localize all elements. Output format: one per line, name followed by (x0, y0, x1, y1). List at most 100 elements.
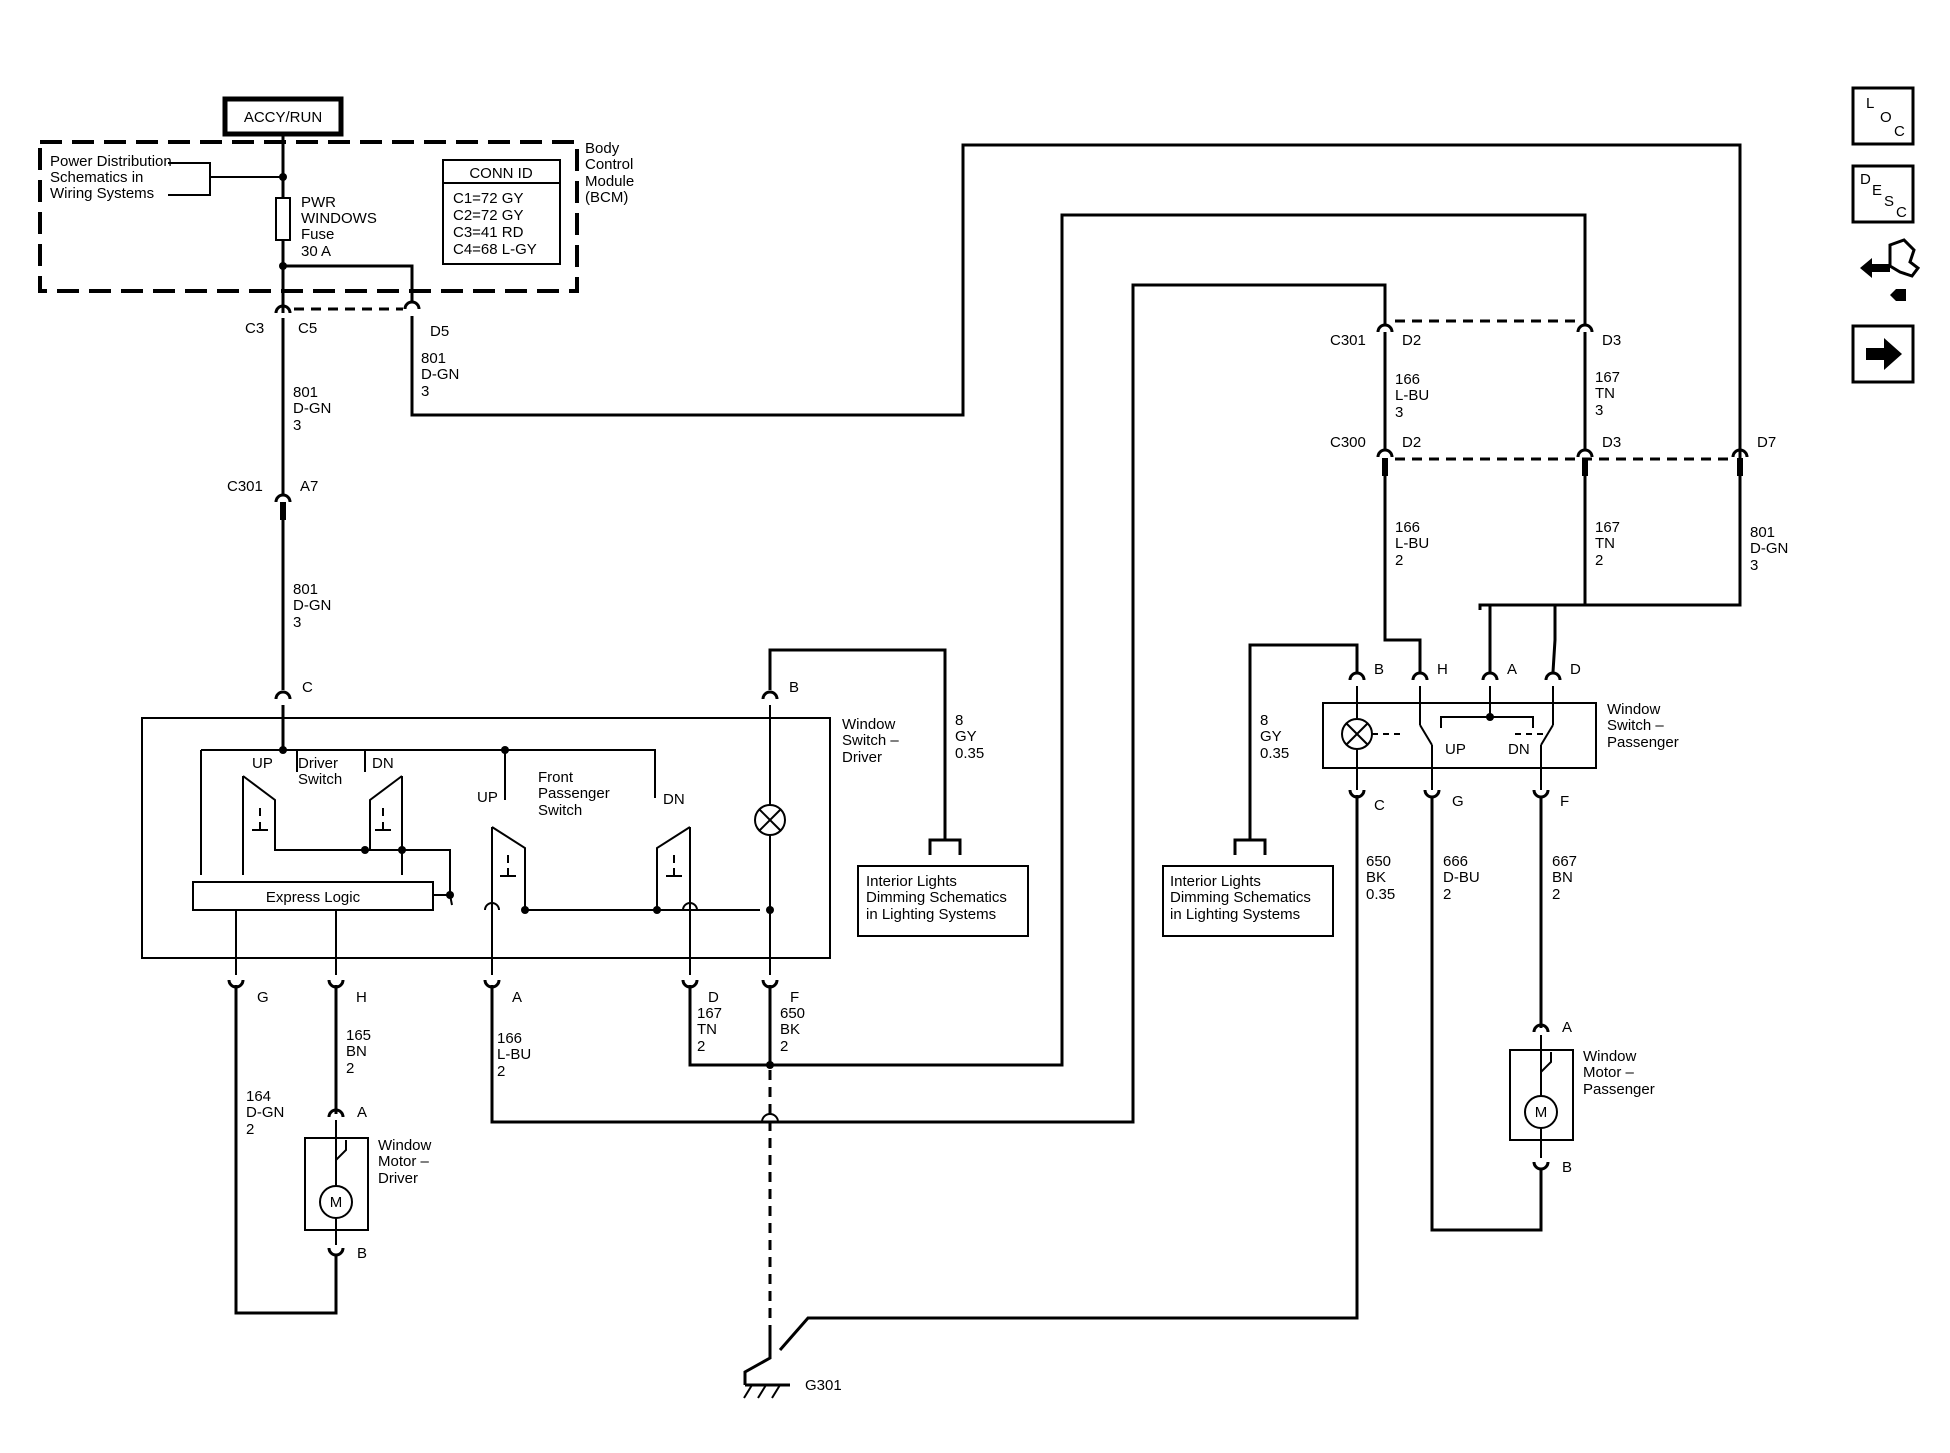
int-lights-1-l3: in Lighting Systems (866, 906, 996, 923)
nav-desc-button[interactable]: D E S C (1851, 164, 1915, 224)
desc-c: C (1896, 204, 1907, 221)
w801c-1: 801 (421, 350, 446, 367)
pass-pin-b: B (1374, 661, 1384, 678)
w8b-1: 8 (1260, 712, 1268, 729)
motor-driver-name-3: Driver (378, 1170, 418, 1187)
w167c-1: 167 (697, 1005, 722, 1022)
passenger-window-switch: B H A D Window Switch – Passenger UP DN … (1322, 661, 1679, 814)
driver-pin-c: C (302, 679, 313, 696)
driver-label-2: Switch (298, 771, 342, 788)
fuse-symbol (275, 197, 291, 241)
w165-1: 165 (346, 1027, 371, 1044)
fuse-line-3: Fuse (301, 226, 334, 243)
driver-dn: DN (372, 755, 394, 772)
next-arrow-button[interactable] (1851, 324, 1915, 384)
int-lights-1-l2: Dimming Schematics (866, 889, 1007, 906)
pass-pin-c: C (1374, 797, 1385, 814)
driver-window-switch: C B Window Switch – Driver UP Driver Swi… (141, 679, 899, 1006)
w166c-2: L-BU (497, 1046, 531, 1063)
w801b-3: 3 (293, 614, 301, 631)
bcm-section: ACCY/RUN Power Distribution Schematics i… (38, 96, 634, 340)
conn-c301-right: C301 (1330, 332, 1366, 349)
w650a-2: BK (780, 1021, 800, 1038)
pass-sw-3: Switch (538, 802, 582, 819)
w166a-3: 3 (1395, 404, 1403, 421)
pass-sw-1: Front (538, 769, 574, 786)
w8a-3: 0.35 (955, 745, 984, 762)
ground-g301: G301 (743, 1330, 842, 1399)
w666-3: 2 (1443, 886, 1451, 903)
w667-1: 667 (1552, 853, 1577, 870)
w167a-1: 167 (1595, 369, 1620, 386)
driver-pin-d: D (708, 989, 719, 1006)
conn-d2-b: D2 (1402, 434, 1421, 451)
interior-lights-box-1 (857, 865, 1029, 937)
int-lights-2-l2: Dimming Schematics (1170, 889, 1311, 906)
w166c-3: 2 (497, 1063, 505, 1080)
motor-pass-name-3: Passenger (1583, 1081, 1655, 1098)
power-dist-line-3: Wiring Systems (50, 185, 154, 202)
w667-2: BN (1552, 869, 1573, 886)
w166a-1: 166 (1395, 371, 1420, 388)
pass-switch-name-1: Window (1607, 701, 1661, 718)
conn-c300: C300 (1330, 434, 1366, 451)
int-lights-2-l1: Interior Lights (1170, 873, 1261, 890)
w167a-2: TN (1595, 385, 1615, 402)
w167a-3: 3 (1595, 402, 1603, 419)
wrench-icon[interactable] (1860, 238, 1921, 301)
bcm-name-4: (BCM) (585, 189, 628, 206)
motor-pass-pin-b: B (1562, 1159, 1572, 1176)
driver-window-motor: A M B Window Motor – Driver (304, 1104, 432, 1262)
ground-label: G301 (805, 1377, 842, 1394)
w650b-2: BK (1366, 869, 1386, 886)
int-lights-2-l3: in Lighting Systems (1170, 906, 1300, 923)
bcm-pin-d5: D5 (430, 323, 449, 340)
w650b-3: 0.35 (1366, 886, 1395, 903)
conn-id-c2: C2=72 GY (453, 207, 523, 224)
w8a-2: GY (955, 728, 977, 745)
fuse-line-2: WINDOWS (301, 210, 377, 227)
motor-driver-name-1: Window (378, 1137, 432, 1154)
conn-d2-a: D2 (1402, 332, 1421, 349)
w801b-1: 801 (293, 581, 318, 598)
bcm-name-3: Module (585, 173, 634, 190)
motor-pass-name-1: Window (1583, 1048, 1637, 1065)
fuse-line-1: PWR (301, 194, 336, 211)
loc-o: O (1880, 109, 1892, 126)
w801c-3: 3 (421, 383, 429, 400)
loc-c: C (1894, 123, 1905, 140)
driver-switch-name-1: Window (842, 716, 896, 733)
w166a-2: L-BU (1395, 387, 1429, 404)
pass-pin-h: H (1437, 661, 1448, 678)
pass-sw-2: Passenger (538, 785, 610, 802)
driver-switch-box (141, 717, 831, 959)
w667-3: 2 (1552, 886, 1560, 903)
w666-1: 666 (1443, 853, 1468, 870)
c301-c300-connectors: C301 D2 D3 166 L-BU 3 167 TN 3 C300 D2 D… (1330, 305, 1776, 476)
w650b-1: 650 (1366, 853, 1391, 870)
w166b-3: 2 (1395, 552, 1403, 569)
nav-loc-button[interactable]: L O C (1851, 86, 1915, 146)
pass-switch-name-3: Passenger (1607, 734, 1679, 751)
conn-d7: D7 (1757, 434, 1776, 451)
w164-2: D-GN (246, 1104, 284, 1121)
w801c-2: D-GN (421, 366, 459, 383)
w167c-2: TN (697, 1021, 717, 1038)
conn-id-box (442, 159, 561, 265)
w165-3: 2 (346, 1060, 354, 1077)
w164-3: 2 (246, 1121, 254, 1138)
conn-id-c3: C3=41 RD (453, 224, 524, 241)
w801a-2: D-GN (293, 400, 331, 417)
w666-2: D-BU (1443, 869, 1480, 886)
interior-lights-box-2 (1162, 865, 1334, 937)
driver-pin-g: G (257, 989, 269, 1006)
bcm-pin-c5: C5 (298, 320, 317, 337)
w650a-3: 2 (780, 1038, 788, 1055)
pass-switch-name-2: Switch – (1607, 717, 1664, 734)
driver-pin-b: B (789, 679, 799, 696)
conn-id-c1: C1=72 GY (453, 190, 523, 207)
w801d-1: 801 (1750, 524, 1775, 541)
conn-a7: A7 (300, 478, 318, 495)
w801a-1: 801 (293, 384, 318, 401)
